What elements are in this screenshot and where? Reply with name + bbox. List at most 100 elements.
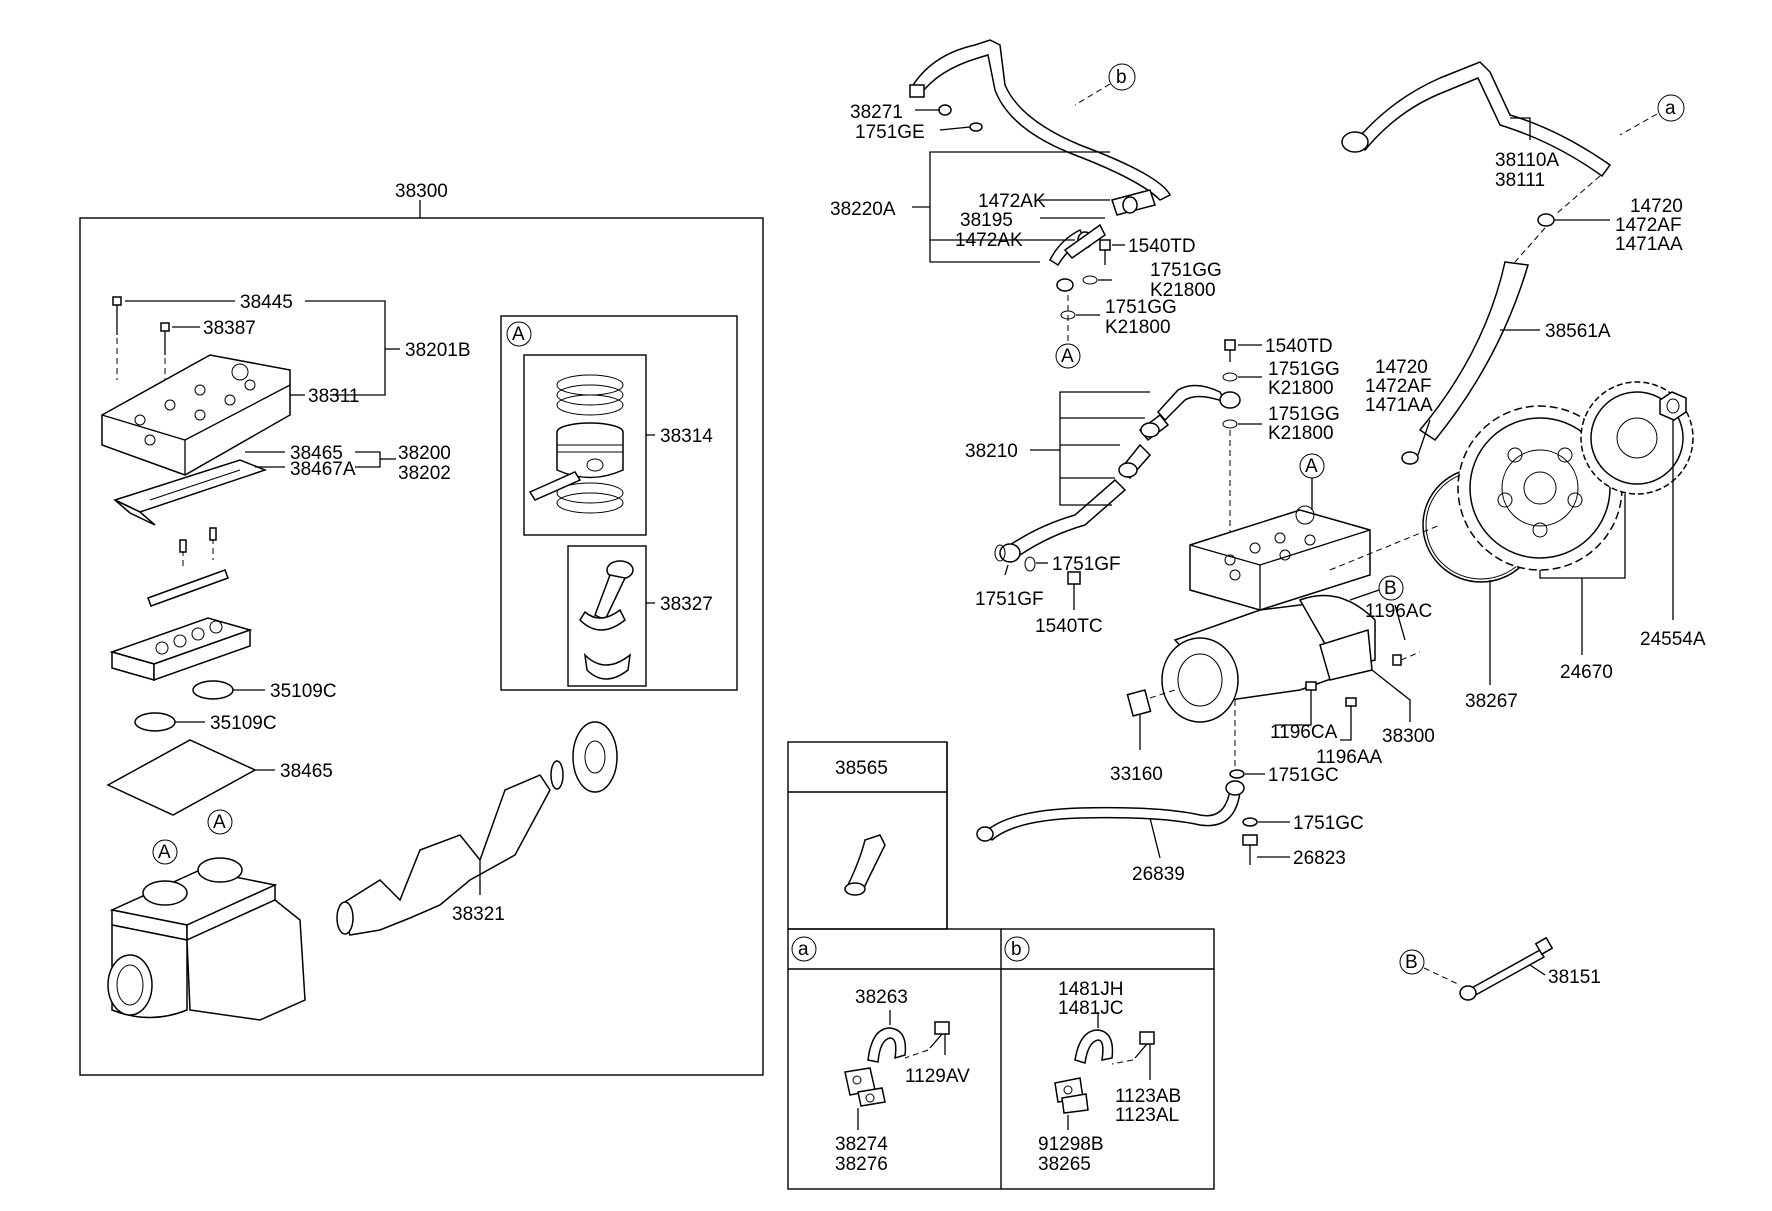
hose-38565 <box>847 834 886 894</box>
label-1751GC-1: 1751GC <box>1268 765 1339 786</box>
svg-text:B: B <box>1384 578 1397 599</box>
label-38465a: 38465 <box>290 443 343 464</box>
pipe-38210-group: 38210 1540TD 1751GG K21800 1751GG K21800… <box>965 336 1433 637</box>
callout-A-comp: A <box>1299 453 1325 510</box>
callout-b-panel: b <box>1004 936 1030 962</box>
label-K21800-1: K21800 <box>1150 280 1216 301</box>
label-38111: 38111 <box>1495 170 1545 191</box>
callout-A-cyl2: A <box>207 809 233 835</box>
bolt-1129AV <box>934 1021 950 1035</box>
label-26823: 26823 <box>1293 848 1346 869</box>
label-38265: 38265 <box>1038 1154 1091 1175</box>
piston <box>528 422 624 501</box>
callout-a-panel: a <box>791 936 817 962</box>
label-1540TC: 1540TC <box>1035 616 1103 637</box>
compressor-leaders <box>1139 604 1411 750</box>
label-38201B: 38201B <box>405 340 471 361</box>
label-1751GG-3: 1751GG <box>1268 359 1340 380</box>
label-1472AK-2: 1472AK <box>955 230 1023 251</box>
lower-panels: 38565 a b 38263 1129AV <box>787 741 1215 1190</box>
label-K21800-2: K21800 <box>1105 317 1171 338</box>
bolt-38445 <box>112 296 122 380</box>
label-1751GE: 1751GE <box>855 122 925 143</box>
label-1540TD-1: 1540TD <box>1128 236 1196 257</box>
svg-text:b: b <box>1116 67 1127 88</box>
bolt-1123AB <box>1139 1031 1155 1045</box>
label-1481JC: 1481JC <box>1058 998 1124 1019</box>
label-38387: 38387 <box>203 318 256 339</box>
clamp-1481JH <box>1054 1012 1155 1130</box>
pipe-end-fitting <box>1341 131 1369 153</box>
label-1196CA: 1196CA <box>1270 722 1338 743</box>
label-1540TD-2: 1540TD <box>1265 336 1333 357</box>
gear-24670-large <box>1457 405 1623 571</box>
gear-leaders <box>1489 494 1626 685</box>
disc-35109C-2 <box>134 712 176 732</box>
label-1751GF-2: 1751GF <box>975 589 1044 610</box>
label-1751GG-2: 1751GG <box>1105 297 1177 318</box>
label-1751GC-2: 1751GC <box>1293 813 1364 834</box>
washer-38271 <box>938 104 952 116</box>
svg-text:B: B <box>1405 952 1418 973</box>
callout-a-pipe: a <box>1619 94 1685 136</box>
svg-text:a: a <box>798 939 809 960</box>
banjo-fitting <box>1056 278 1074 292</box>
disc-35109C-1 <box>192 680 234 700</box>
cylinder-head-38311 <box>101 354 291 476</box>
valve-plate <box>109 617 253 682</box>
label-38314: 38314 <box>660 426 713 447</box>
label-14720-1: 14720 <box>1630 196 1683 217</box>
label-38321: 38321 <box>452 904 505 925</box>
label-33160: 33160 <box>1110 764 1163 785</box>
label-38300-top: 38300 <box>395 181 448 202</box>
pipe-a-group: a 38110A 38111 14720 1472AF 1471AA 38561… <box>1341 61 1685 465</box>
banjo-1540TD-2 <box>1219 391 1241 409</box>
rod-38151 <box>1466 948 1546 999</box>
label-38151: 38151 <box>1548 967 1601 988</box>
label-35109C-2: 35109C <box>210 713 277 734</box>
label-38445: 38445 <box>240 292 293 313</box>
washer-1751GG-1 <box>1082 275 1098 285</box>
label-38274: 38274 <box>835 1134 888 1155</box>
svg-text:A: A <box>213 812 226 833</box>
bolt-26823 <box>1242 834 1258 846</box>
label-26839: 26839 <box>1132 864 1185 885</box>
label-38200: 38200 <box>398 443 451 464</box>
label-1472AK-1: 1472AK <box>978 191 1046 212</box>
clamp-1472AF-2 <box>1401 451 1419 465</box>
fitting-38271 <box>909 84 925 98</box>
pipe-26839-leaders <box>1149 773 1290 859</box>
svg-text:A: A <box>158 842 171 863</box>
label-38195: 38195 <box>960 210 1013 231</box>
coupler-33160 <box>1126 689 1152 717</box>
pipe-26839 <box>983 789 1241 842</box>
label-14720-2: 14720 <box>1375 357 1428 378</box>
left-leader-lines <box>125 300 655 895</box>
label-1123AB: 1123AB <box>1115 1086 1181 1107</box>
label-24554A: 24554A <box>1640 629 1706 650</box>
svg-text:a: a <box>1665 98 1676 119</box>
label-38327: 38327 <box>660 594 713 615</box>
callout-B-rod: B <box>1399 949 1461 986</box>
washer-1751GC-2 <box>1242 817 1258 827</box>
label-38276: 38276 <box>835 1154 888 1175</box>
label-35109C-1: 35109C <box>270 681 337 702</box>
gear-group: 24554A 24670 38267 <box>1329 381 1706 712</box>
piston-rings <box>556 374 624 514</box>
valve-plate-38467A <box>114 499 156 526</box>
bolt-1196AA <box>1345 697 1357 707</box>
label-38267: 38267 <box>1465 691 1518 712</box>
label-1751GF-1: 1751GF <box>1052 554 1121 575</box>
upper-leader-lines <box>912 109 1125 316</box>
pipe-26839-group: 1751GC 1751GC 26823 26839 <box>976 765 1364 885</box>
label-38465b: 38465 <box>280 761 333 782</box>
svg-text:A: A <box>1061 346 1074 367</box>
svg-text:A: A <box>1305 456 1318 477</box>
assembly-frame <box>79 217 764 1076</box>
label-K21800-3: K21800 <box>1268 378 1334 399</box>
bolt-1196AC <box>1392 654 1402 666</box>
label-1472AF-1: 1472AF <box>1615 215 1682 236</box>
label-38300-right: 38300 <box>1382 726 1435 747</box>
label-K21800-4: K21800 <box>1268 423 1334 444</box>
